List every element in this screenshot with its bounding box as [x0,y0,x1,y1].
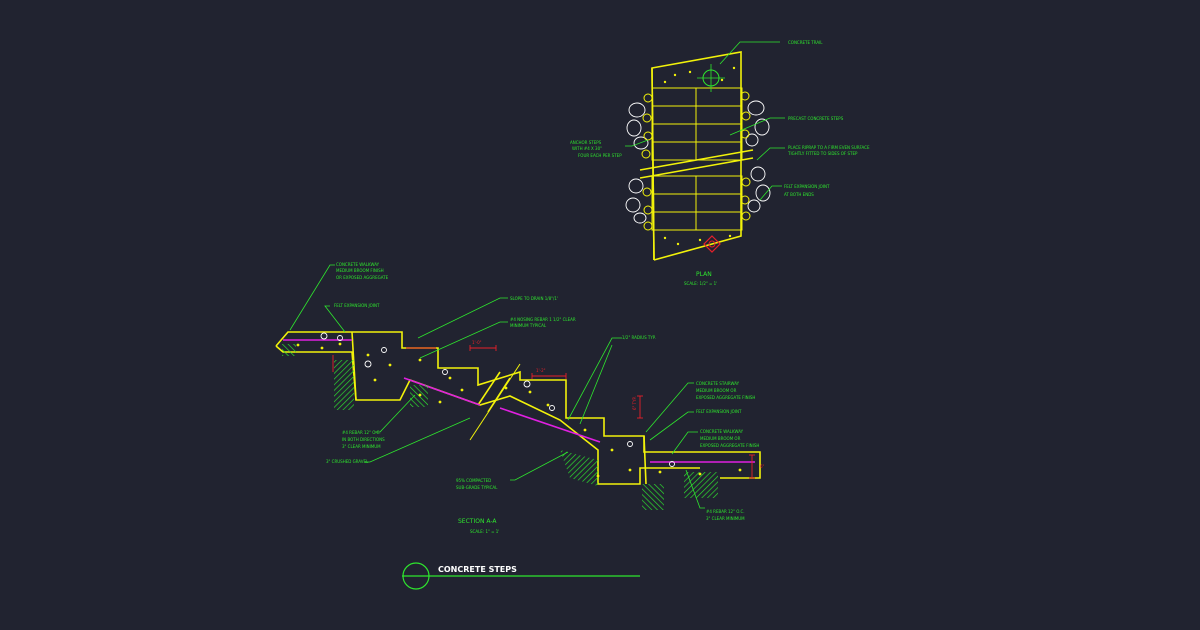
riprap-left [625,102,649,224]
riprap-right [745,100,771,213]
title-block: CONCRETE STEPS [402,562,640,590]
section-cut-marker-icon [703,235,721,253]
section-title: SECTION A-A [458,518,497,525]
callout-rebar-3: 3" CLEAR MINIMUM [342,444,381,449]
callout-subgrade-1: 95% COMPACTED [456,478,491,483]
plan-steps-lower [651,175,743,231]
callout-stairway-3: EXPOSED AGGREGATE FINISH [696,395,755,400]
callout-stairway-2: MEDIUM BROOM OR [696,388,737,393]
plan-callout-joint-1: FELT EXPANSION JOINT [784,184,830,189]
plan-callout-riprap-1: PLACE RIPRAP TO A FIRM EVEN SURFACE [788,145,870,150]
subgrade-hatch [560,450,598,486]
riprap-right-inner [740,91,751,221]
callout-gravel: 3" CRUSHED GRAVEL [326,459,369,464]
plan-scale: SCALE: 1/2" = 1' [684,281,717,286]
section-stones [320,332,675,467]
rebar-stair-lower [499,407,601,443]
callout-felt-joint: FELT EXPANSION JOINT [334,303,380,308]
subgrade-hatch-2 [642,484,664,510]
rebar-stair [403,377,481,406]
dim-tread: 1'-0" [472,340,482,345]
callout-rebar-lower-1: #4 REBAR 12" O.C. [706,509,745,514]
plan-callout-anchor-1: ANCHOR STEPS [570,140,602,145]
callout-stairway-1: CONCRETE STAIRWAY [696,381,740,386]
callout-subgrade-2: SUB-GRADE TYPICAL [456,485,498,490]
callout-walkway-lower-3: EXPOSED AGGREGATE FINISH [700,443,759,448]
dimension-lines [332,345,755,479]
callout-walkway-3: OR EXPOSED AGGREGATE [336,275,389,280]
plan-view: CONCRETE TRAIL PRECAST CONCRETE STEPS PL… [570,40,870,286]
callout-radius: 1/2" RADIUS TYP. [622,335,656,340]
plan-callout-anchor-2: WITH #4 X 30" [572,146,602,151]
dim-riser: 6" TYP. [632,396,637,410]
callout-nosing-2: MINIMUM TYPICAL [510,323,547,328]
dim-tread-2: 1'-2" [536,368,546,373]
plan-callout-anchor-3: FOUR EACH PER STEP [578,153,622,158]
callout-rebar-1: #4 REBAR 12" O.C. [342,430,381,435]
callout-rebar-lower-2: 3" CLEAR MINIMUM [706,516,745,521]
plan-callout-trail: CONCRETE TRAIL [788,40,823,45]
callout-slope: SLOPE TO DRAIN 1/8"/1' [510,296,558,301]
subgrade-hatch-3 [684,472,718,498]
drawing-title: CONCRETE STEPS [438,565,517,574]
section-scale: SCALE: 1" = 1' [470,529,499,534]
plan-break-line-2 [639,157,754,179]
callout-walkway-lower-2: MEDIUM BROOM OR [700,436,741,441]
callout-walkway-1: CONCRETE WALKWAY [336,262,380,267]
section-aggregate-dots [296,342,742,478]
callout-rebar-2: IN BOTH DIRECTIONS [342,437,385,442]
plan-callout-precast: PRECAST CONCRETE STEPS [788,116,844,121]
plan-aggregate-dots [663,66,736,246]
section-view: 1'-0" 1'-2" 6" TYP. 6" CONCRETE WALKWAY … [275,262,765,534]
plan-callout-joint-2: AT BOTH ENDS [784,192,814,197]
gravel-hatch-1 [334,360,354,410]
gravel-hatch-2 [410,385,428,407]
callout-nosing-1: #4 NOSING REBAR 1 1/2" CLEAR [510,317,576,322]
walkway-joint-lower [643,435,647,485]
callout-walkway-2: MEDIUM BROOM FINISH [336,268,384,273]
plan-callout-riprap-2: TIGHTLY FITTED TO SIDES OF STEP [787,151,858,156]
callout-felt-joint-2: FELT EXPANSION JOINT [696,409,742,414]
callout-walkway-lower-1: CONCRETE WALKWAY [700,429,744,434]
dim-slab: 6" [760,464,765,469]
plan-title: PLAN [696,271,712,278]
